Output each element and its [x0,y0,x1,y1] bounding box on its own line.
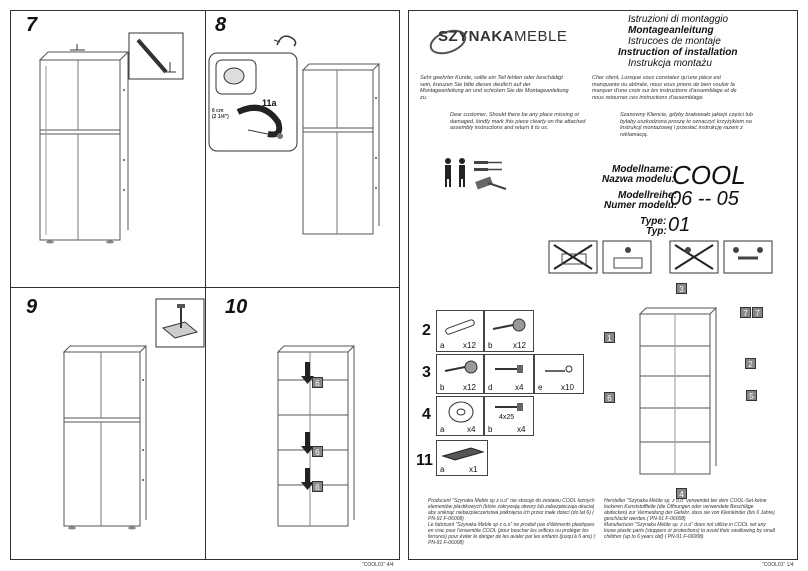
hw-item-qty: x10 [561,383,574,392]
model-series-value: 06 -- 05 [670,188,739,210]
title-pt: Istrucoes de montaje [628,36,721,47]
model-series-label-1: Modellreihe: [618,190,677,201]
step-8-part-label: 11a [262,98,277,108]
hw-item-letter: a [440,465,445,474]
model-name-value: COOL [672,160,746,190]
hw-item-letter: b [440,383,445,392]
cam-lock-icon [492,318,526,332]
part-callout-back-1: 7 [740,307,751,318]
hw-item-letter: d [488,383,493,392]
notice-text-pl: Producent "Szynaka Meble sp z o.o" nie s… [428,498,595,522]
model-type-value: 01 [668,214,691,236]
title-de: Montageanleitung [628,25,714,36]
step-8-number: 8 [215,14,227,36]
shelf-pin-icon [545,365,573,373]
assembly-tools-icon [445,158,507,190]
tape-roll-icon [448,401,474,423]
model-type-label-1: Type: [640,216,667,227]
step-10-callout-shelf-middle: 6 [312,446,323,457]
brand-logo: SZYNAKAMEBLE [438,28,567,45]
hw-step-3-number: 3 [422,364,431,381]
hw-item-2b: b x12 [484,310,534,352]
hw-item-qty: x4 [515,383,524,392]
screw-icon [495,403,523,411]
brand-logo-light: MEBLE [514,28,568,45]
right-page-footer: "COOL01" 1/4 [762,562,794,568]
handling-warning-pictograms [548,240,773,274]
screw-icon [495,365,523,373]
step-10-number: 10 [225,296,248,318]
title-pl: Instrukcja montażu [628,58,712,69]
step-8-cable-tie-icon [273,35,297,47]
hw-item-4a: a x4 [436,396,484,436]
step-7-detail-zoom [128,32,184,80]
left-page-footer: "COOL01" 4/4 [362,562,394,568]
hw-item-letter: a [440,341,445,350]
model-name-label-2: Nazwa modelu: [602,174,675,185]
dowel-icon [445,319,475,335]
hw-item-qty: x12 [463,383,476,392]
hw-item-qty: x1 [469,465,478,474]
hw-item-3b: b x12 [436,354,484,394]
notice-text-fr: Le fabricant "Szynaka Meble sp z o.o" ne… [428,522,596,546]
exploded-cabinet-diagram [638,307,718,475]
right-page [408,10,798,560]
step-9-detail-zoom [155,298,205,348]
title-it: Istruzioni di montaggio [628,14,729,25]
intro-text-de: Sehr geehrter Kunde, sollte ein Teil feh… [420,75,569,101]
step-9-number: 9 [26,296,38,318]
hw-step-4-number: 4 [422,406,431,423]
hw-item-letter: a [440,425,445,434]
intro-text-fr: Cher client, Lorsque vous constatez qu'u… [592,75,737,101]
part-callout-top: 3 [676,283,687,294]
step-10-cabinet-illustration [276,345,356,527]
step-8-cabinet-illustration [301,63,381,235]
hw-item-qty: x12 [463,341,476,350]
left-page-vertical-divider [205,10,206,560]
intro-text-en: Dear customer, Should there be any place… [450,112,586,131]
model-series-label-2: Numer modelu: [604,200,678,211]
hw-item-3d: d x4 [484,354,534,394]
title-en: Instruction of installation [618,47,738,58]
step-7-cabinet-illustration [38,44,130,244]
hw-item-qty: x12 [513,341,526,350]
hw-step-2-number: 2 [422,322,431,339]
step-10-callout-shelf-bottom: 6 [312,481,323,492]
hw-item-qty: x4 [467,425,476,434]
hw-item-2a: a x12 [436,310,484,352]
step-8-dimension: 6 cm (2 1/4") [212,108,229,120]
part-callout-divider: 5 [746,390,757,401]
brand-logo-bold: SZYNAKA [438,28,515,45]
part-callout-side-right: 2 [745,358,756,369]
step-10-callout-shelf-top: 6 [312,377,323,388]
part-callout-back-2: 7 [752,307,763,318]
hw-item-11a: a x1 [436,440,488,476]
intro-text-pl: Szanowny Kliencie, gdyby brakowało jakie… [620,112,753,138]
hw-item-letter: e [538,383,543,392]
hw-item-size: 4x25 [499,414,515,421]
wall-strap-icon [441,447,485,461]
model-type-label-2: Typ: [646,226,667,237]
hw-step-11-number: 11 [416,452,433,469]
szynaka-logo-swoosh-icon [429,29,467,55]
cam-lock-icon [444,360,478,374]
part-callout-shelves: 6 [604,392,615,403]
hw-item-3e: e x10 [534,354,584,394]
part-callout-bottom: 4 [676,488,687,499]
step-7-number: 7 [26,14,38,36]
part-callout-side-left: 1 [604,332,615,343]
hw-item-qty: x4 [517,425,526,434]
hw-item-letter: b [488,425,493,434]
step-8-wall-strap-detail [208,52,298,152]
hw-item-4b: 4x25 b x4 [484,396,534,436]
model-name-label-1: Modellname: [612,164,674,175]
notice-text-de: Hersteller "Szynaka Meble sp. z o.o" ver… [604,498,775,522]
step-9-cabinet-illustration [62,345,148,530]
notice-text-en: Manufacturer "Szynaka Meble sp. z o.o" d… [604,522,775,540]
hw-item-letter: b [488,341,493,350]
